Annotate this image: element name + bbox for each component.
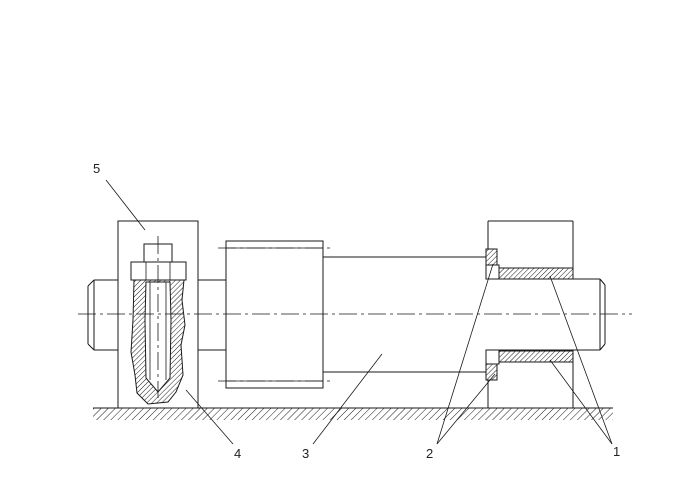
label-5: 5 [93,161,100,176]
label-3: 3 [302,446,309,461]
label-4: 4 [234,446,241,461]
left-support-block [117,220,199,409]
leader-lines [105,179,613,445]
bolt-assembly [130,236,187,405]
main-shaft [323,256,486,373]
ground-base [93,407,613,420]
bushings [498,267,574,363]
right-support-block [487,220,574,408]
coupling-sleeve [218,240,332,389]
label-1: 1 [613,444,620,459]
left-shaft-end [87,279,226,351]
shims [485,248,500,381]
right-shaft-end [499,278,606,351]
label-2: 2 [426,446,433,461]
